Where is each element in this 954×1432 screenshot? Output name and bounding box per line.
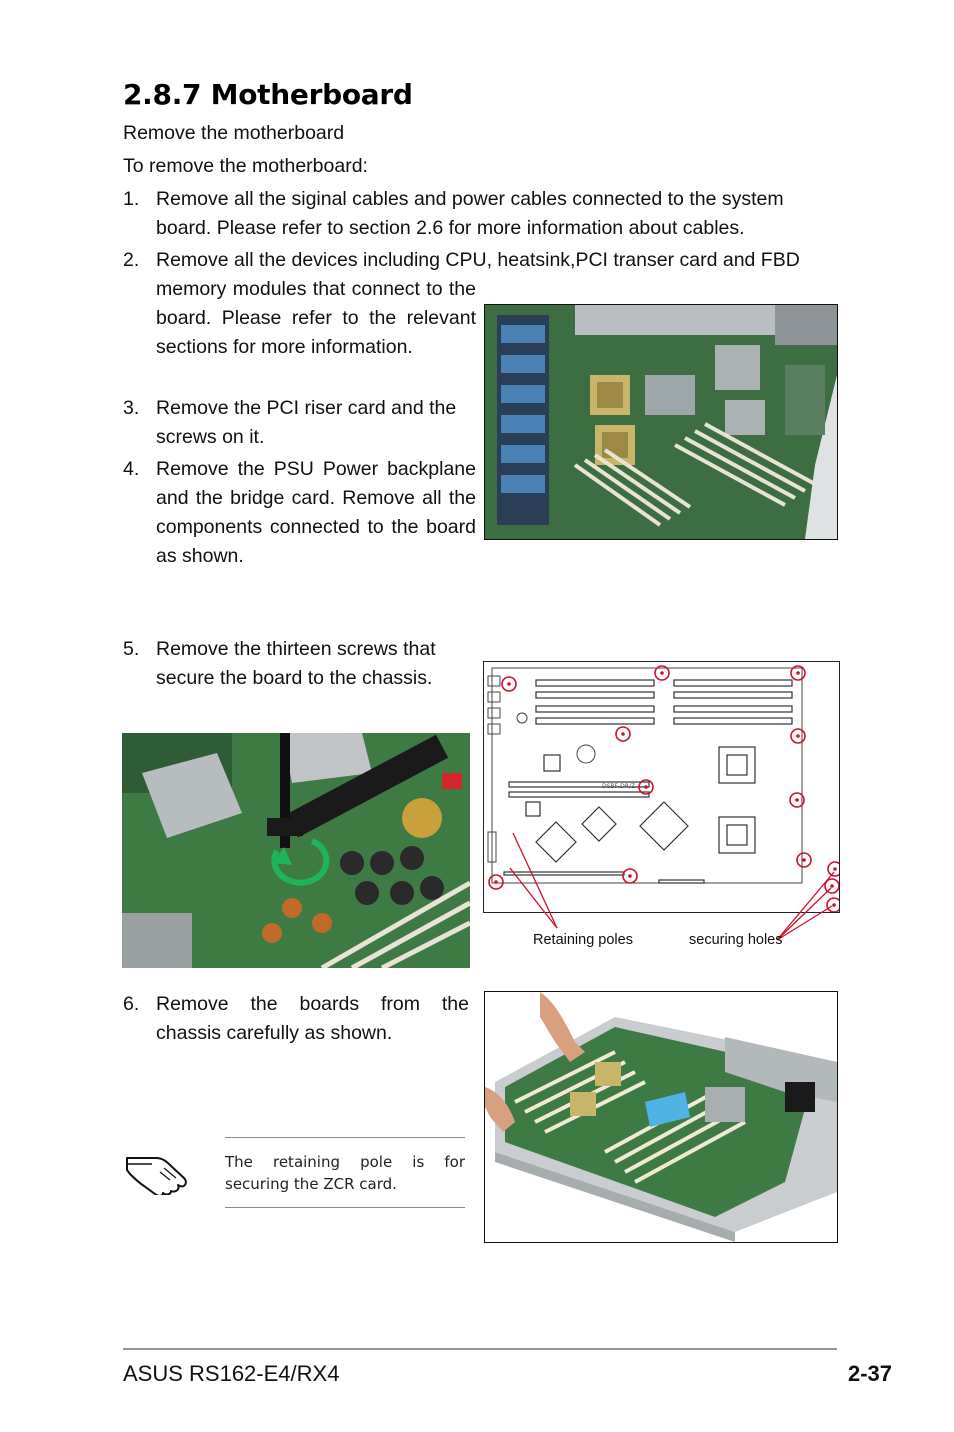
step-6-text: Remove the boards from the chassis caref…	[156, 993, 469, 1044]
securing-hole-dot	[494, 880, 498, 884]
board-model-label: DSBF-DR/Z	[602, 783, 635, 790]
step-1-text: Remove all the siginal cables and power …	[156, 188, 784, 239]
securing-hole-marker	[796, 852, 812, 868]
securing-hole-dot	[832, 903, 836, 907]
securing-hole-dot	[796, 671, 800, 675]
step-6-number: 6.	[123, 993, 140, 1015]
securing-holes-label: securing holes	[689, 932, 783, 948]
securing-hole-marker	[790, 728, 806, 744]
securing-hole-dot	[795, 798, 799, 802]
securing-hole-dot	[507, 682, 511, 686]
securing-hole-dot	[802, 858, 806, 862]
securing-hole-marker	[488, 874, 504, 890]
step-5-number: 5.	[123, 638, 140, 660]
intro-text: To remove the motherboard:	[123, 155, 368, 177]
securing-hole-marker	[501, 676, 517, 692]
footer-page-number: 2-37	[847, 1361, 892, 1386]
footer-product: ASUS RS162-E4/RX4	[123, 1361, 340, 1386]
subtitle: Remove the motherboard	[123, 122, 345, 144]
securing-hole-marker	[789, 792, 805, 808]
note-top-rule	[225, 1137, 465, 1138]
securing-hole-dot	[796, 734, 800, 738]
securing-hole-dot	[644, 785, 648, 789]
securing-hole-dot	[621, 732, 625, 736]
pointing-hand-icon	[122, 1140, 192, 1197]
board-removal-photo	[484, 991, 838, 1243]
securing-hole-dot	[660, 671, 664, 675]
securing-hole-marker	[615, 726, 631, 742]
step-5-text: Remove the thirteen screws that secure t…	[156, 638, 436, 689]
retaining-poles-label: Retaining poles	[533, 932, 633, 948]
step-2-text-line1: Remove all the devices including CPU, he…	[156, 249, 800, 271]
securing-hole-marker	[622, 868, 638, 884]
note-text: The retaining pole is for securing the Z…	[225, 1153, 465, 1193]
securing-hole-dot	[830, 884, 834, 888]
securing-hole-marker	[790, 665, 806, 681]
step-4-text: Remove the PSU Power backplane and the b…	[156, 458, 476, 567]
step-3-number: 3.	[123, 397, 140, 419]
securing-hole-dot	[833, 867, 837, 871]
footer-rule	[123, 1348, 837, 1350]
board-layout-diagram: DSBF-DR/Z	[483, 661, 843, 913]
step-2-number: 2.	[123, 249, 140, 271]
note-bottom-rule	[225, 1207, 465, 1208]
server-top-photo	[484, 304, 838, 540]
securing-hole-marker	[638, 779, 654, 795]
step-4-number: 4.	[123, 458, 140, 480]
section-title: 2.8.7 Motherboard	[123, 78, 413, 111]
step-2-text-rest: memory modules that connect to the board…	[156, 278, 476, 358]
step-1-number: 1.	[123, 188, 140, 210]
step-3-text: Remove the PCI riser card and the screws…	[156, 397, 457, 448]
securing-hole-marker	[654, 665, 670, 681]
screwdriver-photo	[122, 733, 470, 968]
securing-hole-dot	[628, 874, 632, 878]
